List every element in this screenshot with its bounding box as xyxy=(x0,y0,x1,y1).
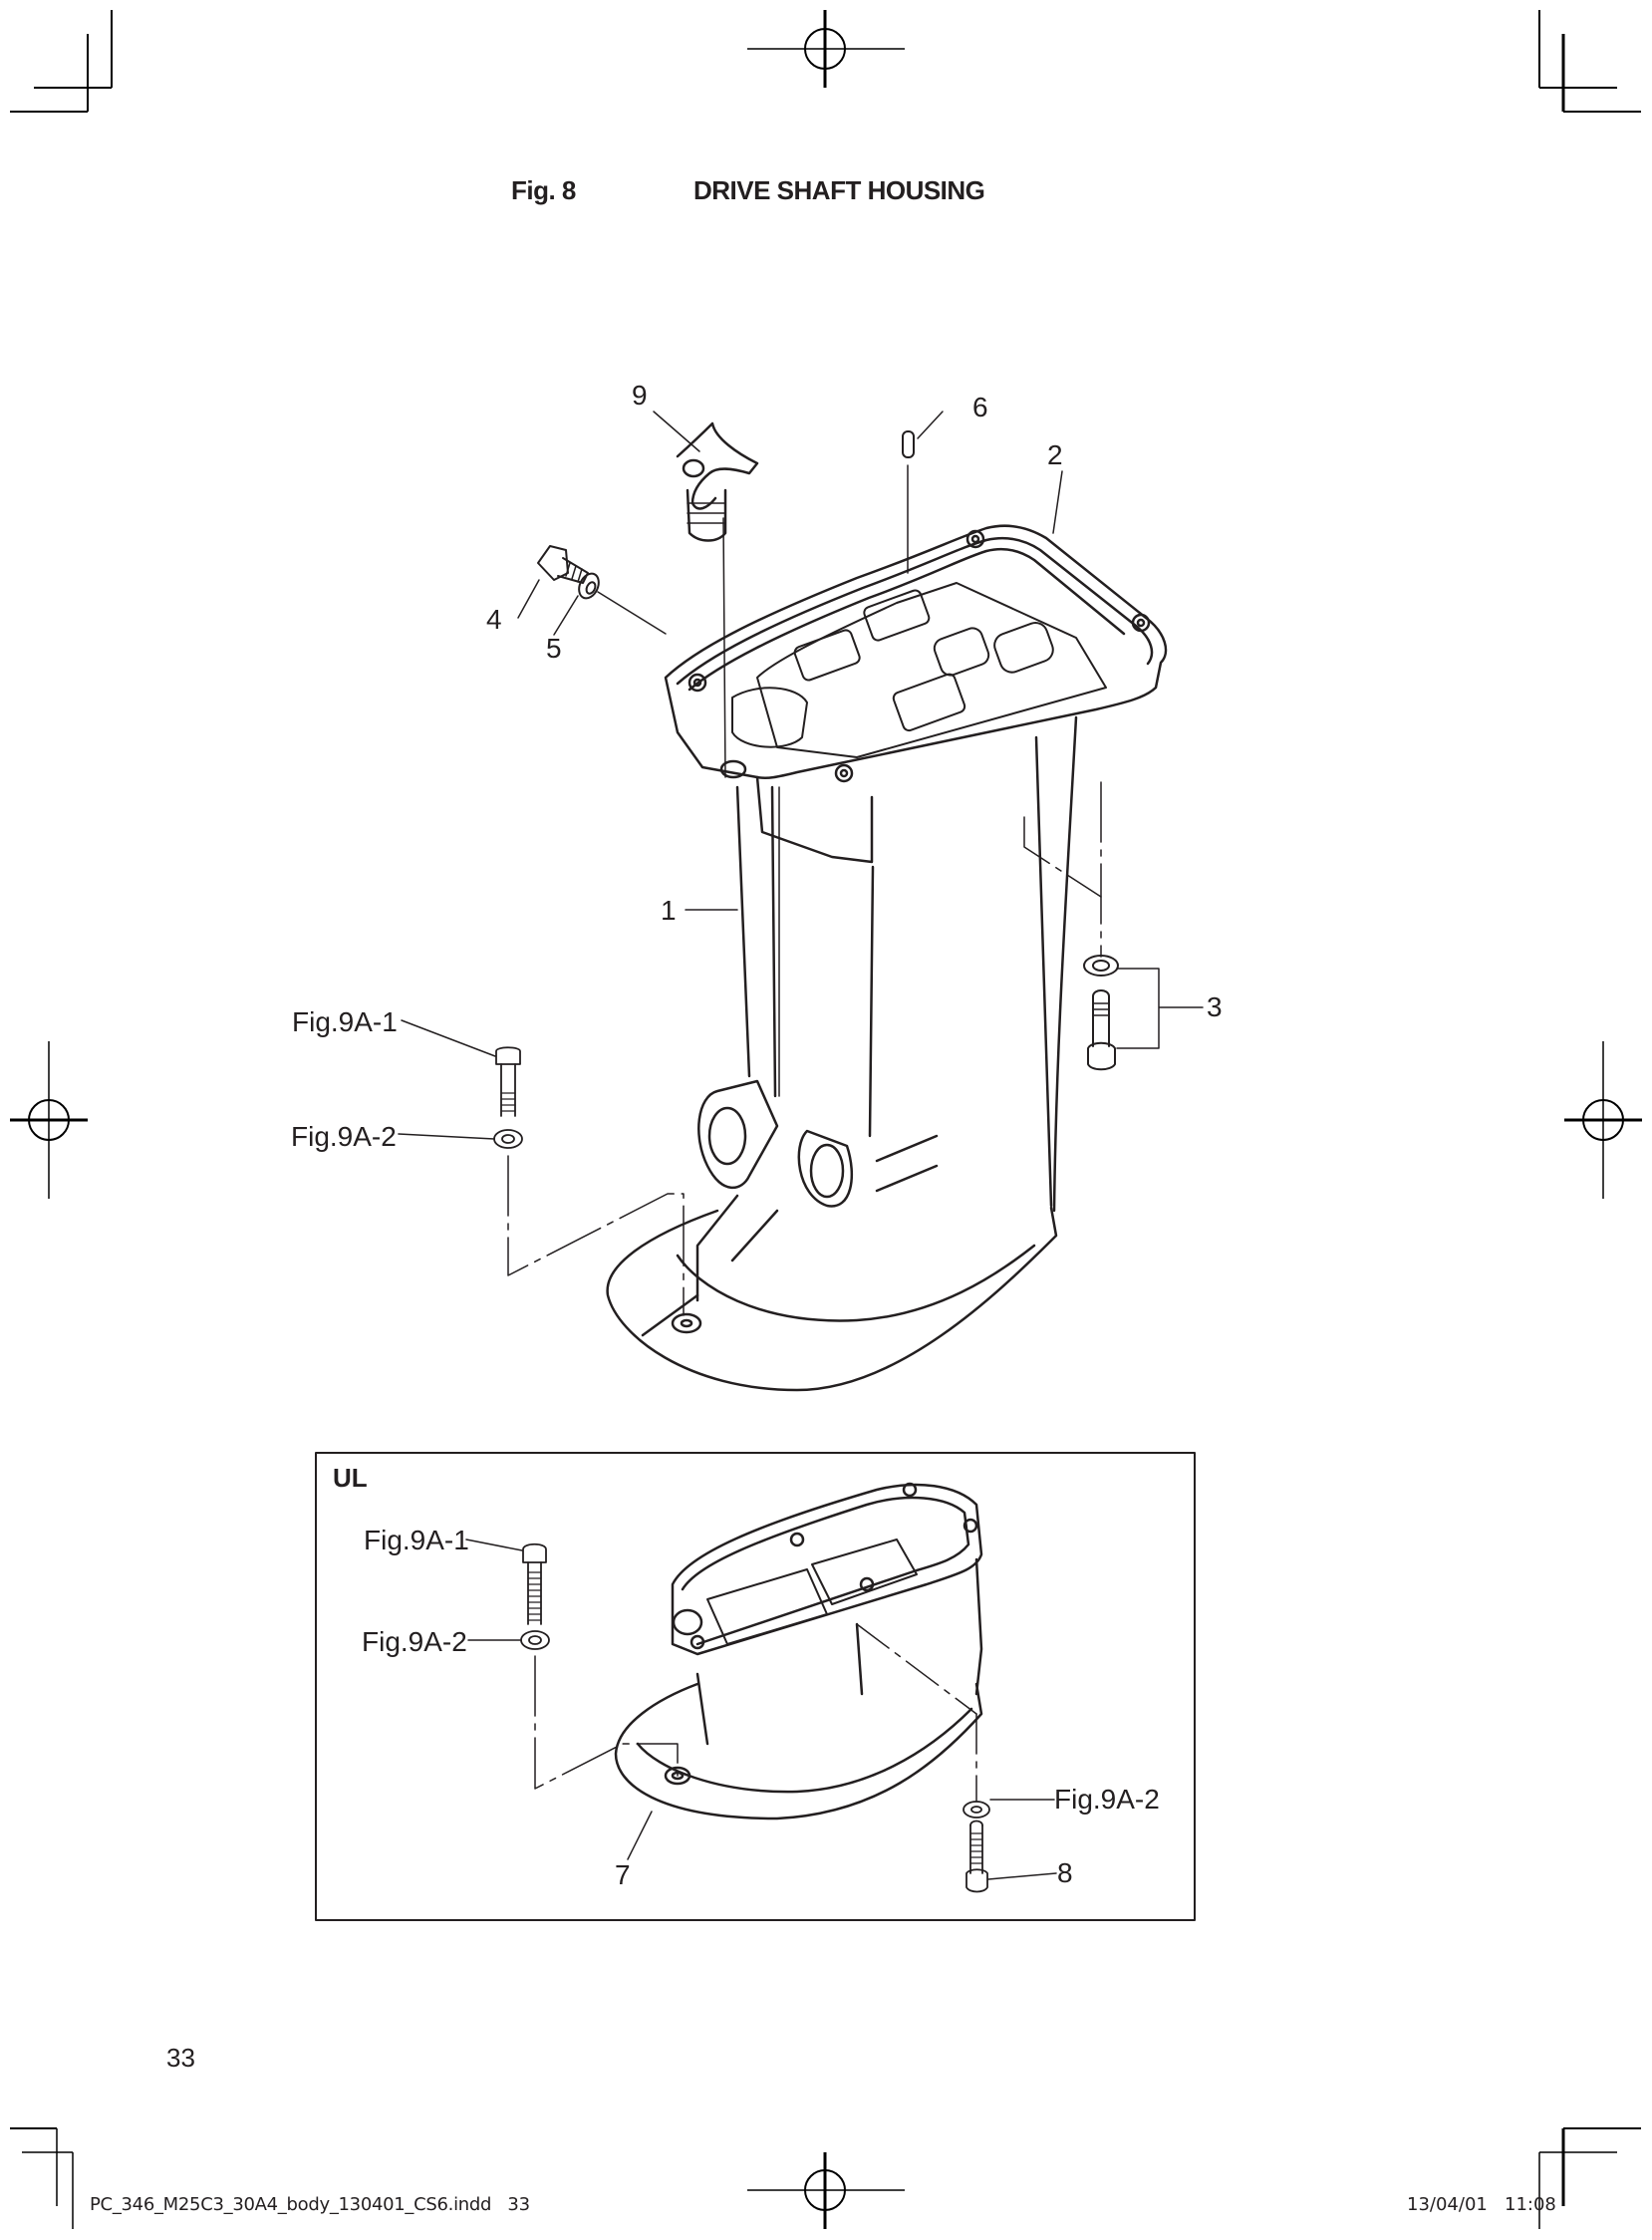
ul-washer-fig9a2-left xyxy=(520,1630,550,1650)
callout-part-1: 1 xyxy=(661,895,677,926)
crop-mark-top-right xyxy=(1538,10,1641,113)
registration-target-right xyxy=(1564,1041,1642,1199)
bolt-fig9a1 xyxy=(495,1046,521,1117)
page-title: DRIVE SHAFT HOUSING xyxy=(693,175,985,205)
callout-fig9a-2: Fig.9A-2 xyxy=(291,1121,397,1152)
ul-callout-leaders xyxy=(465,1539,1057,1880)
ul-inset-label: UL xyxy=(333,1463,368,1493)
ul-bolt-part-8 xyxy=(965,1820,988,1893)
callout-part-3: 3 xyxy=(1207,991,1223,1022)
washer-part-5 xyxy=(578,572,600,600)
leader-washer-to-plate xyxy=(597,591,667,635)
callout-leaders xyxy=(398,411,1063,1140)
crop-mark-bottom-right xyxy=(1538,2127,1641,2229)
print-slug-datetime: 13/04/01 11:08 xyxy=(1407,2194,1556,2215)
page-number: 33 xyxy=(166,2043,195,2073)
ul-washer-fig9a2-right xyxy=(963,1801,990,1819)
plug-part-9 xyxy=(676,421,759,542)
ul-housing-part-7 xyxy=(614,1482,983,1820)
ul-callout-fig9a-1: Fig.9A-1 xyxy=(364,1525,469,1555)
ul-bolt-fig9a1 xyxy=(522,1542,547,1625)
housing-body-part-1 xyxy=(606,715,1078,1392)
ul-callout-part-8: 8 xyxy=(1057,1857,1073,1888)
callout-fig9a-1: Fig.9A-1 xyxy=(292,1006,398,1037)
ul-callout-fig9a-2-left: Fig.9A-2 xyxy=(362,1626,467,1657)
bolt-part-4 xyxy=(537,545,589,584)
figure-number: Fig. 8 xyxy=(511,175,576,205)
dowel-pin-part-6 xyxy=(902,430,915,458)
registration-target-top xyxy=(747,10,905,88)
bolt-washer-part-3 xyxy=(1083,955,1119,1071)
registration-target-bottom xyxy=(747,2152,905,2229)
callout-part-4: 4 xyxy=(486,604,502,635)
ul-inset-frame xyxy=(315,1452,1196,1921)
leader-fig9a-axis xyxy=(507,1155,685,1316)
washer-fig9a2 xyxy=(493,1129,523,1149)
bracket-part-3 xyxy=(1116,968,1204,1049)
mount-plate-part-2 xyxy=(664,524,1168,783)
callout-part-5: 5 xyxy=(546,633,562,664)
leader-part-9 xyxy=(722,517,726,778)
ul-callout-part-7: 7 xyxy=(615,1859,631,1890)
registration-target-left xyxy=(10,1041,88,1199)
callout-part-9: 9 xyxy=(632,380,648,411)
callout-part-6: 6 xyxy=(972,392,988,422)
callout-part-2: 2 xyxy=(1047,439,1063,470)
crop-mark-bottom-left xyxy=(10,2127,74,2229)
print-slug-filename: PC_346_M25C3_30A4_body_130401_CS6.indd 3… xyxy=(90,2194,530,2215)
crop-mark-top-left xyxy=(10,10,113,113)
ul-callout-fig9a-2-right: Fig.9A-2 xyxy=(1054,1784,1160,1815)
